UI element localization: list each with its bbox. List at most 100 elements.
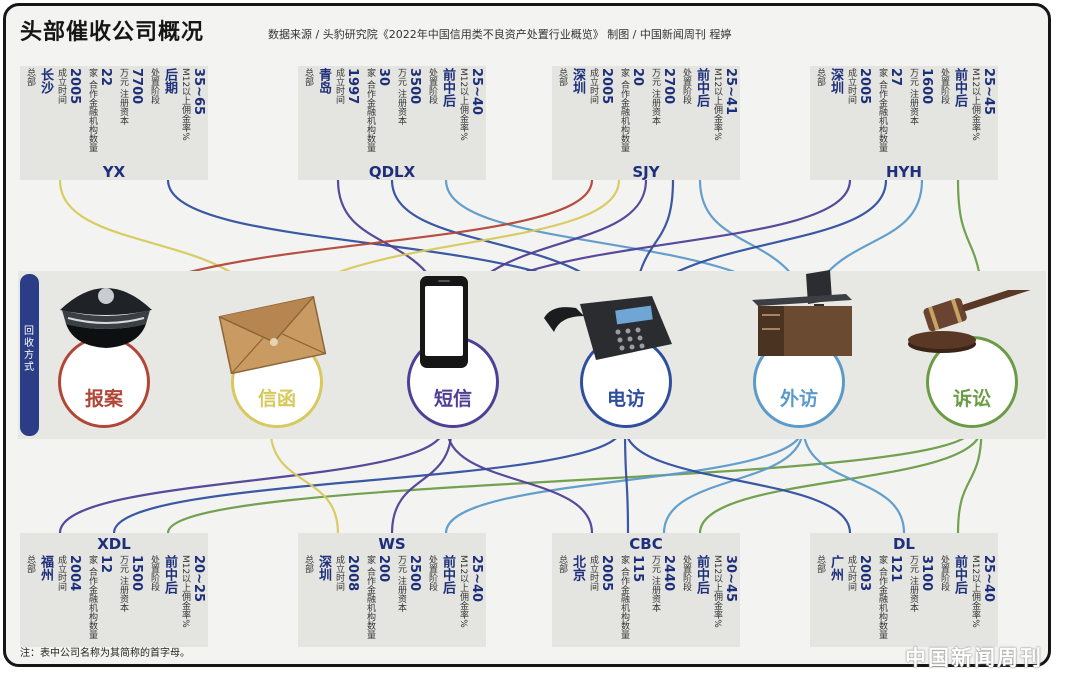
company-rate-label: M12以上佣金率% [970,555,980,628]
company-capital-label: 万元 注册资本 [650,555,660,612]
company-name: CBC [629,535,663,553]
connection-line-dl-lawsuit [956,426,983,535]
watermark: 中国新闻周刊 [905,646,1043,670]
method-label-call: 电访 [606,388,645,410]
page-title: 头部催收公司概况 [20,20,205,45]
company-capital-label: 万元 注册资本 [396,68,406,125]
company-card-sjy [552,66,740,180]
company-founded-value: 2005 [599,555,614,592]
company-name: DL [892,535,915,553]
company-stage-label: 处置阶段 [149,68,159,104]
company-founded-label: 成立时间 [588,68,598,104]
company-stage-value: 前中后 [952,555,967,594]
company-stage-value: 前中后 [440,68,455,107]
office-desk-icon [748,270,858,366]
company-founded-value: 2008 [345,555,360,592]
company-founded-value: 2005 [599,68,614,105]
connection-line-dl-visit [802,426,906,535]
company-hq-label: 总部 [25,68,35,86]
company-capital-value: 2700 [661,68,676,105]
company-capital-value: 7700 [129,68,144,105]
company-rate-value: 30~45 [723,555,738,603]
company-founded-value: 2005 [857,68,872,105]
company-founded-label: 成立时间 [56,555,66,591]
company-card-xdl [20,533,208,647]
company-hq-label: 总部 [25,555,35,573]
company-founded-label: 成立时间 [56,68,66,104]
company-hq-value: 深圳 [316,555,331,581]
company-rate-value: 25~45 [981,68,996,116]
company-stage-label: 处置阶段 [427,555,437,591]
company-stage-label: 处置阶段 [149,555,159,591]
method-label-lawsuit: 诉讼 [952,388,991,410]
company-stage-value: 前中后 [694,555,709,594]
connection-line-cbc-lawsuit [698,426,983,535]
company-capital-label: 万元 注册资本 [118,555,128,612]
company-rate-value: 25~40 [469,68,484,116]
desk-phone-icon [540,274,680,368]
company-hq-value: 福州 [38,555,53,581]
company-hq-value: 长沙 [38,68,53,94]
company-capital-value: 1500 [129,555,144,592]
company-partners-value: 22 [98,68,113,87]
infographic-frame: 头部催收公司概况 数据来源 / 头豹研究院《2022年中国信用类不良资产处置行业… [3,3,1051,667]
company-card-qdlx [298,66,486,180]
method-label-letter: 信函 [257,388,296,410]
company-hq-label: 总部 [303,68,313,86]
company-hq-label: 总部 [303,555,313,573]
company-rate-label: M12以上佣金率% [180,555,190,628]
company-stage-value: 后期 [162,68,177,94]
company-card-hyh [810,66,998,180]
company-capital-value: 3500 [407,68,422,105]
source-line: 数据来源 / 头豹研究院《2022年中国信用类不良资产处置行业概览》 制图 / … [268,28,732,41]
company-stage-label: 处置阶段 [939,555,949,591]
company-rate-label: M12以上佣金率% [458,68,468,141]
company-stage-label: 处置阶段 [681,555,691,591]
company-stage-value: 前中后 [440,555,455,594]
company-partners-value: 27 [888,68,903,87]
company-hq-value: 青岛 [316,68,331,94]
company-partners-label: 家 合作金融机构数量 [619,555,629,639]
method-label-visit: 外访 [779,388,818,410]
connection-line-ws-visit [444,426,804,535]
company-hq-value: 广州 [828,555,843,581]
company-capital-label: 万元 注册资本 [650,68,660,125]
company-name: XDL [97,535,131,553]
company-rate-value: 20~25 [191,555,206,603]
connection-line-cbc-call [623,426,630,535]
company-capital-value: 3100 [919,555,934,592]
company-hq-label: 总部 [815,555,825,573]
connection-line-xdl-sms [58,426,445,535]
company-rate-value: 25~40 [469,555,484,603]
company-rate-label: M12以上佣金率% [180,68,190,141]
company-card-yx [20,66,208,180]
company-name: QDLX [368,163,416,181]
company-capital-label: 万元 注册资本 [908,68,918,125]
company-partners-label: 家 合作金融机构数量 [365,68,375,152]
company-partners-label: 家 合作金融机构数量 [877,68,887,152]
company-rate-value: 25~40 [981,555,996,603]
connection-line-dl-call [624,426,852,535]
company-name: HYH [886,163,922,181]
company-partners-label: 家 合作金融机构数量 [87,68,97,152]
company-capital-value: 1600 [919,68,934,105]
company-partners-value: 20 [630,68,645,87]
company-card-cbc [552,533,740,647]
company-founded-label: 成立时间 [334,555,344,591]
company-founded-value: 2004 [67,555,82,592]
company-rate-label: M12以上佣金率% [712,555,722,628]
company-founded-label: 成立时间 [846,68,856,104]
connection-line-ws-sms [390,426,453,535]
company-name: SJY [632,163,660,181]
company-partners-label: 家 合作金融机构数量 [365,555,375,639]
company-stage-value: 前中后 [952,68,967,107]
connection-line-cbc-sms [445,426,594,535]
company-stage-value: 前中后 [162,555,177,594]
company-rate-label: M12以上佣金率% [712,68,722,141]
company-name: YX [102,163,126,181]
company-partners-label: 家 合作金融机构数量 [87,555,97,639]
envelope-icon [218,292,328,378]
company-founded-label: 成立时间 [588,555,598,591]
company-rate-label: M12以上佣金率% [970,68,980,141]
smartphone-icon [416,274,472,374]
